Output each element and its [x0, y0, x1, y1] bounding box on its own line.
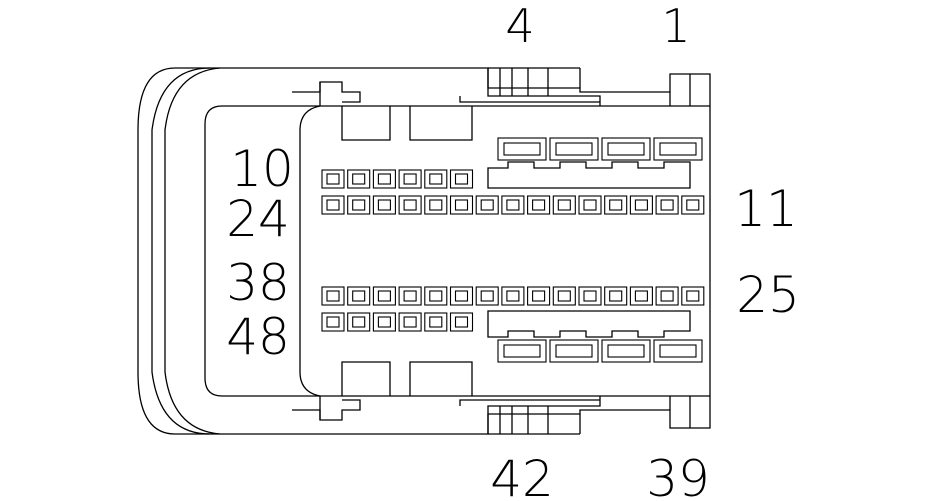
- pin-cavity: [681, 286, 705, 306]
- pin-cavity: [372, 195, 396, 215]
- pin-cavity: [604, 286, 628, 306]
- pin-cavity: [424, 169, 448, 189]
- pin-label-4: 4: [505, 0, 534, 53]
- pin-cavities: [321, 137, 705, 363]
- pin-cavity: [552, 286, 576, 306]
- pin-label-25: 25: [736, 266, 800, 324]
- pin-cavity: [578, 286, 602, 306]
- pin-cavity: [321, 312, 345, 332]
- pin-cavity: [527, 195, 551, 215]
- pin-number-labels: 4 1 10 24 38 48 11 25 42 39: [226, 0, 800, 501]
- pin-cavity: [347, 169, 371, 189]
- large-pin-bottom: [549, 339, 599, 363]
- keyed-block-top: [487, 161, 691, 189]
- large-pin-top: [549, 137, 599, 161]
- pin-cavity: [321, 286, 345, 306]
- pin-cavity: [398, 195, 422, 215]
- pin-cavity: [604, 195, 628, 215]
- pin-cavity: [629, 286, 653, 306]
- keyed-block-bottom: [487, 310, 691, 338]
- pin-cavity: [629, 195, 653, 215]
- pin-cavity: [321, 195, 345, 215]
- large-pin-top: [601, 137, 651, 161]
- pin-cavity: [475, 195, 499, 215]
- pin-cavity: [655, 286, 679, 306]
- pin-cavity: [449, 312, 474, 332]
- pin-cavity: [449, 286, 474, 306]
- pin-cavity: [372, 286, 396, 306]
- pin-cavity: [449, 195, 474, 215]
- pin-cavity: [449, 169, 474, 189]
- large-pin-top: [497, 137, 547, 161]
- pin-label-39: 39: [646, 450, 710, 501]
- pin-cavity: [655, 195, 679, 215]
- large-pin-bottom: [497, 339, 547, 363]
- pin-label-24: 24: [226, 190, 290, 248]
- pin-cavity: [347, 286, 371, 306]
- pin-cavity: [501, 195, 525, 215]
- pin-cavity: [552, 195, 576, 215]
- pin-label-48: 48: [226, 308, 290, 366]
- pin-label-11: 11: [734, 180, 798, 238]
- large-pin-bottom: [601, 339, 651, 363]
- pin-label-10: 10: [230, 140, 294, 198]
- pin-cavity: [372, 312, 396, 332]
- pin-cavity: [347, 195, 371, 215]
- pin-cavity: [527, 286, 551, 306]
- pin-cavity: [424, 286, 448, 306]
- pin-cavity: [398, 286, 422, 306]
- pin-cavity: [424, 312, 448, 332]
- pin-cavity: [681, 195, 705, 215]
- pin-cavity: [398, 312, 422, 332]
- pin-label-42: 42: [490, 450, 554, 501]
- pin-cavity: [424, 195, 448, 215]
- pin-cavity: [501, 286, 525, 306]
- pin-cavity: [578, 195, 602, 215]
- pin-cavity: [475, 286, 499, 306]
- large-pin-top: [653, 137, 703, 161]
- pin-cavity: [347, 312, 371, 332]
- pin-label-1: 1: [661, 0, 690, 53]
- pin-cavity: [398, 169, 422, 189]
- pin-cavity: [321, 169, 345, 189]
- pin-cavity: [372, 169, 396, 189]
- large-pin-bottom: [653, 339, 703, 363]
- pin-label-38: 38: [226, 254, 290, 312]
- connector-housing: [137, 67, 711, 435]
